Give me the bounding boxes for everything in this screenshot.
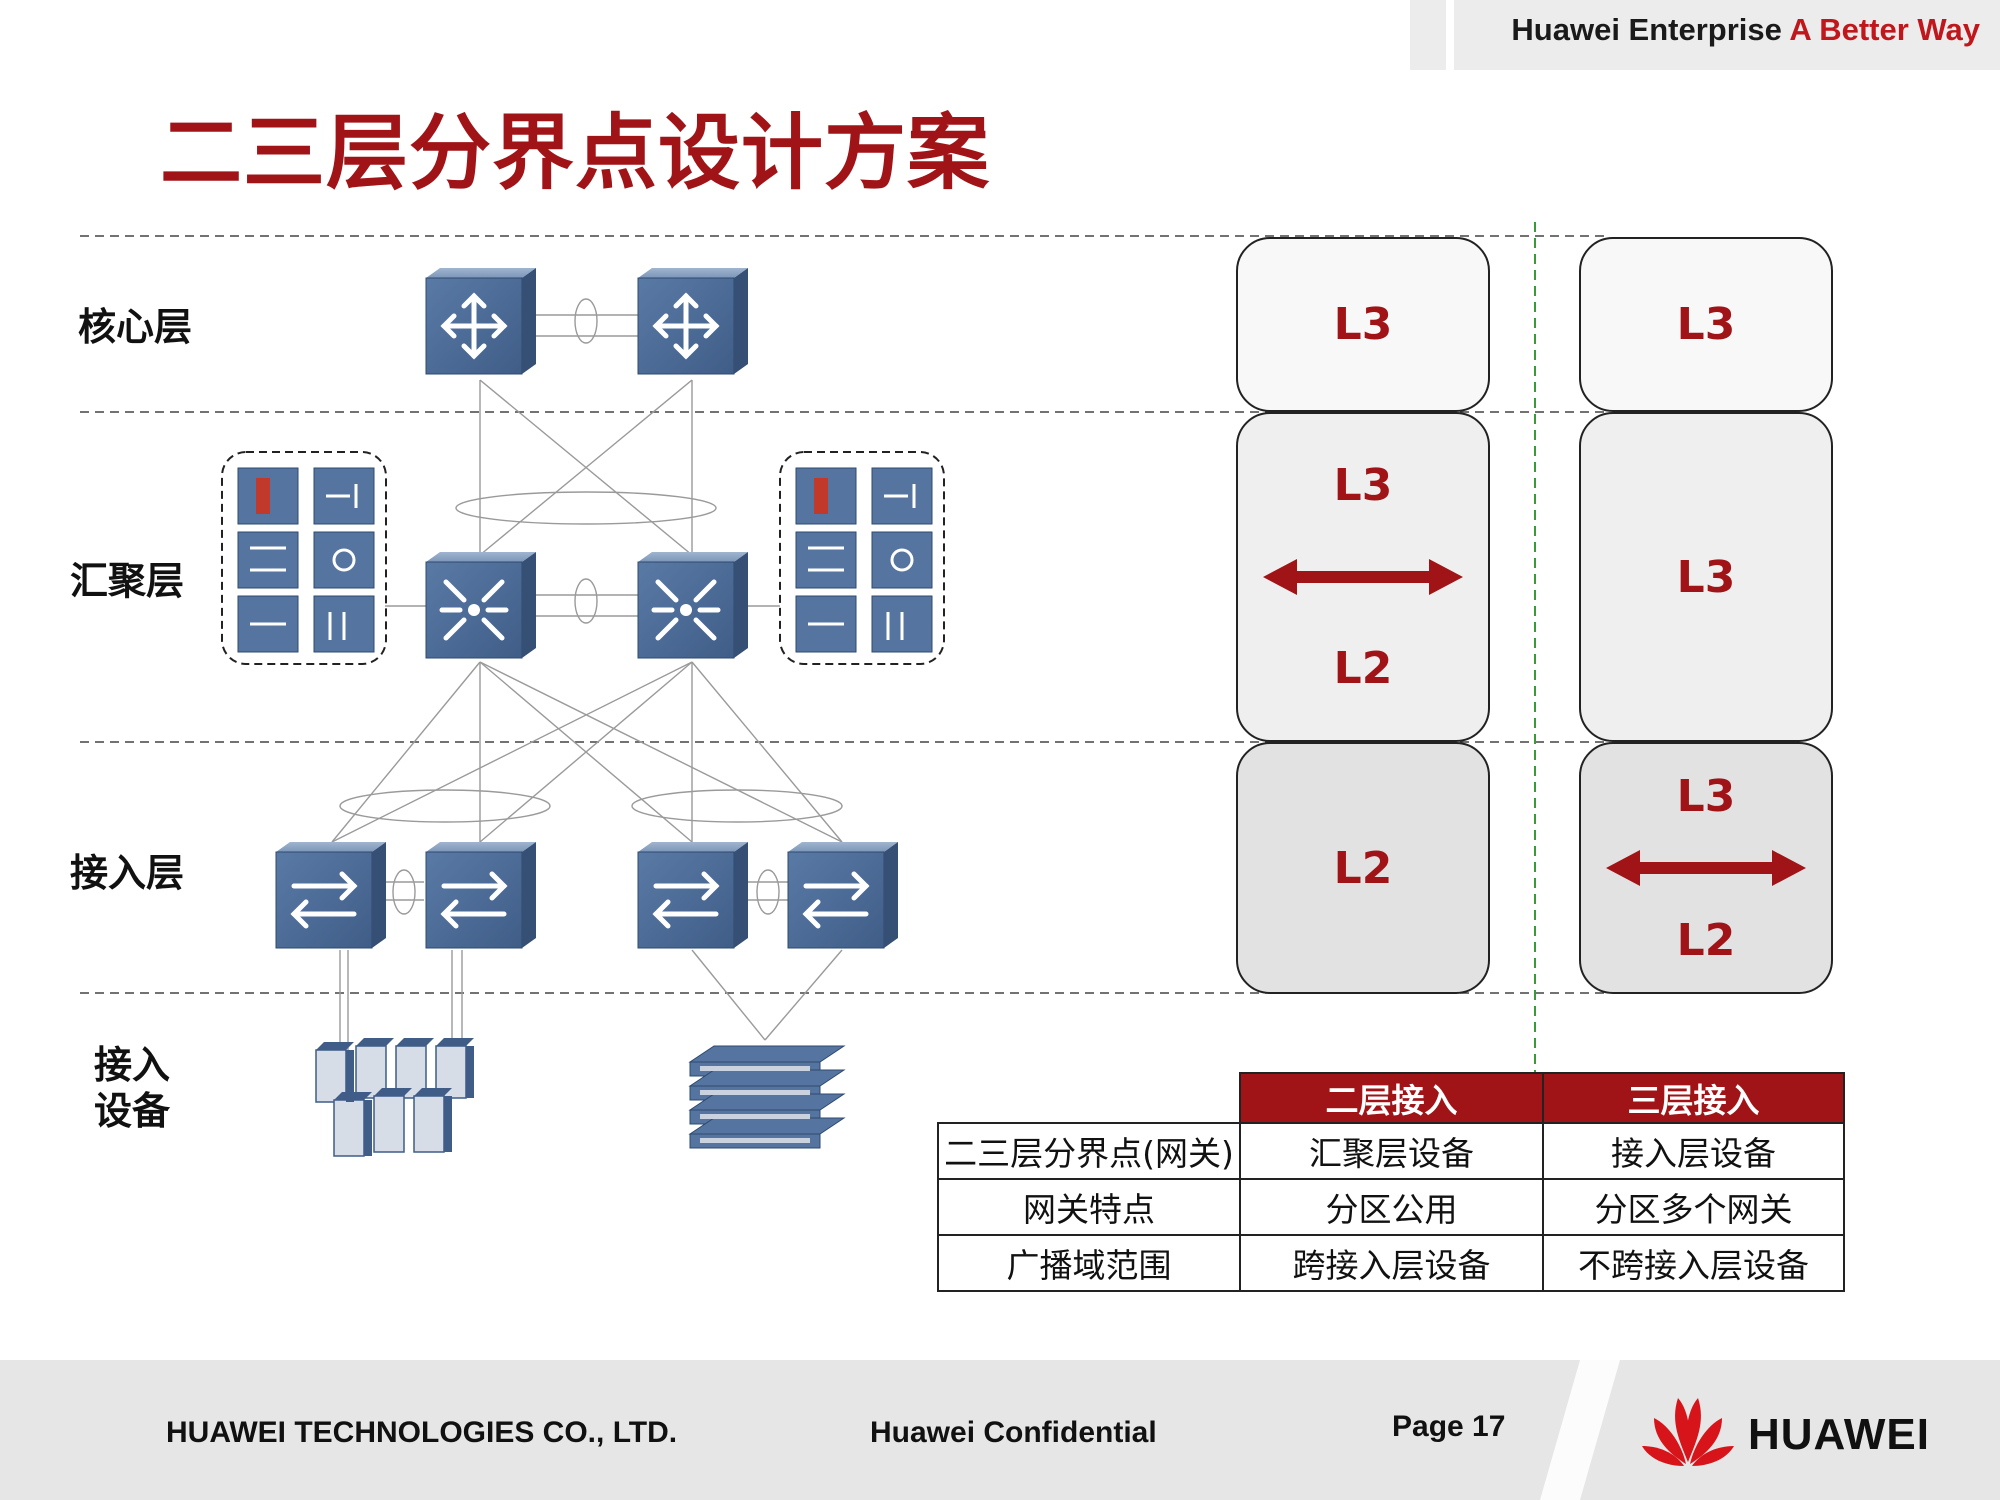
access-switch [275, 842, 386, 949]
table-row-label: 广播域范围 [937, 1234, 1241, 1292]
layer-label-access-devices-1: 接入 [94, 1043, 171, 1087]
layer-label-core: 核心层 [78, 305, 193, 349]
table-row: 二三层分界点(网关) 汇聚层设备 接入层设备 [937, 1122, 1845, 1180]
access-switch [637, 842, 748, 949]
level-label: L3 [1676, 299, 1736, 350]
table-header-cell: 二层接入 [1239, 1072, 1544, 1124]
zone-l3access-aggregation: L3 [1579, 412, 1833, 742]
huawei-logo-icon [1642, 1398, 1734, 1466]
service-module [237, 531, 299, 589]
tagline-main: Huawei Enterprise [1511, 12, 1782, 47]
footer-page-number: Page 17 [1392, 1410, 1506, 1443]
footer-company: HUAWEI TECHNOLOGIES CO., LTD. [166, 1416, 678, 1449]
aggregation-switch [637, 552, 748, 659]
zone-l2access-core: L3 [1236, 237, 1490, 412]
zone-l2access-access: L2 [1236, 742, 1490, 994]
table-header-cell: 三层接入 [1542, 1072, 1845, 1124]
table-cell: 跨接入层设备 [1239, 1234, 1544, 1292]
footer-slash-decoration [1540, 1360, 1620, 1500]
layer-label-access-devices-2: 设备 [94, 1089, 171, 1133]
access-switch [787, 842, 898, 949]
core-switch [637, 268, 748, 375]
zone-l2access-aggregation: L3 L2 [1236, 412, 1490, 742]
service-module [313, 531, 375, 589]
service-module-group-right [779, 451, 945, 665]
zone-l3access-access: L3 L2 [1579, 742, 1833, 994]
zone-l3access-core: L3 [1579, 237, 1833, 412]
level-label: L3 [1333, 460, 1393, 511]
table-header-row: 二层接入 三层接入 [938, 1072, 1845, 1124]
table-corner [938, 1073, 1240, 1124]
table-row: 网关特点 分区公用 分区多个网关 [937, 1178, 1845, 1236]
page-title: 二三层分界点设计方案 [160, 106, 991, 201]
level-label: L2 [1676, 914, 1736, 966]
table-cell: 分区多个网关 [1542, 1178, 1845, 1236]
table-cell: 不跨接入层设备 [1542, 1234, 1845, 1292]
rack-servers [688, 1045, 846, 1149]
tagline-accent: A Better Way [1789, 12, 1980, 47]
layer-label-aggregation: 汇聚层 [70, 559, 185, 603]
double-arrow-icon [1606, 850, 1806, 886]
core-switch [425, 268, 536, 375]
service-module-group-left [221, 451, 387, 665]
header-accent [1410, 0, 1446, 70]
footer-confidential: Huawei Confidential [870, 1416, 1157, 1449]
table-cell: 接入层设备 [1542, 1122, 1845, 1180]
service-module [871, 531, 933, 589]
level-label: L3 [1676, 770, 1736, 822]
table-cell: 分区公用 [1239, 1178, 1544, 1236]
level-label: L3 [1333, 299, 1393, 350]
access-switch [425, 842, 536, 949]
tower-servers [315, 1038, 474, 1157]
service-module [795, 531, 857, 589]
layer-label-access: 接入层 [70, 851, 185, 895]
table-row-label: 网关特点 [937, 1178, 1241, 1236]
table-cell: 汇聚层设备 [1239, 1122, 1544, 1180]
footer-brand: HUAWEI [1748, 1410, 1930, 1459]
header-bar [1454, 0, 2000, 70]
table-row-label: 二三层分界点(网关) [937, 1122, 1241, 1180]
comparison-table: 二层接入 三层接入 二三层分界点(网关) 汇聚层设备 接入层设备 网关特点 分区… [937, 1072, 1845, 1292]
header-tagline: Huawei Enterprise A Better Way [1511, 12, 1980, 48]
table-row: 广播域范围 跨接入层设备 不跨接入层设备 [937, 1234, 1845, 1292]
level-label: L3 [1676, 551, 1736, 603]
level-label: L2 [1333, 643, 1393, 694]
aggregation-switch [425, 552, 536, 659]
level-label: L2 [1333, 842, 1393, 894]
network-topology-diagram [80, 222, 1610, 1157]
double-arrow-icon [1263, 559, 1463, 595]
cabling [331, 298, 843, 1050]
